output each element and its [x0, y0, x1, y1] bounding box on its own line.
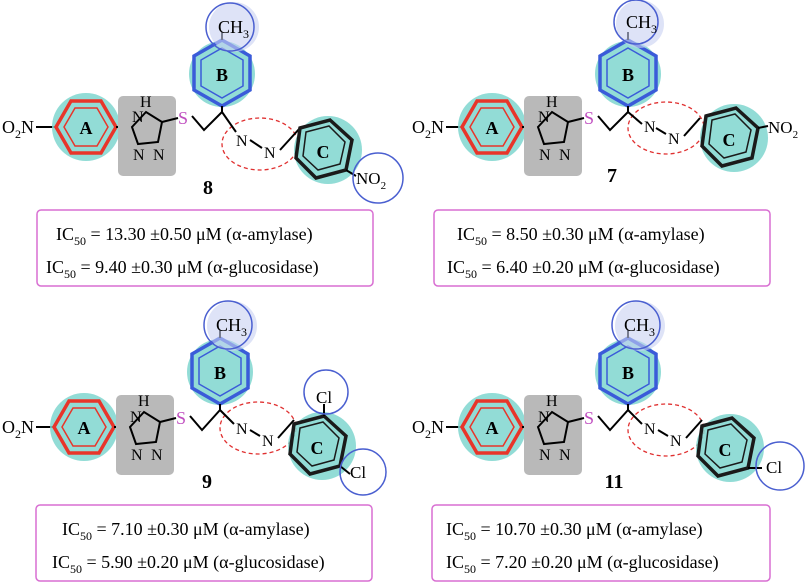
substituent-circle-icon	[339, 448, 387, 496]
imine-n1-label: N	[236, 421, 248, 438]
ring-c-label: C	[317, 142, 330, 162]
compound-7-panel: O2N A H N N N S B CH3 N N C NO2	[412, 0, 798, 287]
chloro-ortho-label: Cl	[316, 388, 332, 407]
triazole-n3-label: N	[151, 447, 163, 464]
hydrazone-ellipse	[627, 101, 705, 155]
ring-c-label: C	[719, 440, 732, 460]
triazole-icon	[536, 110, 570, 146]
substituent-circle-icon	[303, 369, 349, 415]
nh-label: H	[546, 94, 558, 111]
methyl-label: CH3	[216, 315, 247, 339]
ring-a-highlight	[50, 393, 118, 461]
compound-number: 9	[202, 471, 212, 493]
imine-n2-label: N	[262, 433, 274, 450]
hydrazone-ellipse	[219, 401, 297, 455]
imine-n1-label: N	[644, 119, 656, 136]
ic50-amylase: IC50 = 10.70 ±0.30 μM (α-amylase)	[446, 519, 703, 543]
ring-a-highlight	[458, 93, 526, 161]
imine-n2-label: N	[668, 131, 680, 148]
ring-a-label: A	[80, 118, 93, 138]
imine-n2-label: N	[264, 145, 276, 162]
triazole-n1-label: N	[538, 109, 550, 126]
methyl-circle-icon	[203, 300, 253, 350]
compound-9-panel: O2N A H N N N S B CH3 N N C	[2, 300, 387, 582]
methyl-circle-icon	[205, 2, 255, 52]
compound-number: 11	[605, 471, 624, 493]
ring-a-label: A	[486, 418, 499, 438]
ring-c-label: C	[723, 130, 736, 150]
ic50-box	[36, 209, 374, 287]
ring-a-label: A	[486, 118, 499, 138]
compound-11-panel: O2N A H N N N S B CH3 N N C	[412, 300, 805, 582]
ic50-amylase: IC50 = 13.30 ±0.50 μM (α-amylase)	[56, 224, 313, 248]
ring-b-label: B	[214, 363, 226, 383]
ic50-glucosidase: IC50 = 6.40 ±0.20 μM (α-glucosidase)	[447, 257, 720, 281]
compound-8-panel: O2N A H N N N S B CH3 N N	[2, 2, 404, 287]
nitro-group-label: O2N	[2, 417, 34, 441]
chloro-para-label: Cl	[766, 458, 782, 477]
ic50-amylase: IC50 = 7.10 ±0.30 μM (α-amylase)	[62, 519, 310, 543]
sulfur-label: S	[176, 408, 186, 428]
ring-c-label: C	[311, 438, 324, 458]
nitro-para-label: NO2	[356, 169, 386, 192]
triazole-n2-label: N	[131, 447, 143, 464]
ring-b-label: B	[216, 65, 228, 85]
triazole-n2-label: N	[539, 147, 551, 164]
triazole-n3-label: N	[559, 447, 571, 464]
nitro-meta-label: NO2	[768, 118, 798, 141]
ring-a-highlight	[458, 393, 526, 461]
imine-n1-label: N	[644, 421, 656, 438]
ic50-amylase: IC50 = 8.50 ±0.30 μM (α-amylase)	[457, 224, 705, 248]
chloro-para-label: Cl	[350, 463, 366, 482]
ic50-box	[431, 504, 771, 582]
imine-n2-label: N	[670, 433, 682, 450]
methyl-circle-icon	[613, 0, 659, 45]
ic50-box	[433, 209, 771, 287]
triazole-icon	[536, 410, 570, 446]
imine-n1-label: N	[236, 133, 248, 150]
triazole-n1-label: N	[132, 109, 144, 126]
sulfur-label: S	[178, 108, 188, 128]
nitro-group-label: O2N	[2, 117, 34, 141]
ring-a-label: A	[78, 418, 91, 438]
triazole-box	[116, 395, 174, 475]
ic50-box	[35, 504, 373, 582]
triazole-n1-label: N	[130, 409, 142, 426]
ring-b-label: B	[622, 65, 634, 85]
triazole-box	[524, 96, 582, 176]
nitro-group-label: O2N	[412, 417, 444, 441]
ic50-glucosidase: IC50 = 9.40 ±0.30 μM (α-glucosidase)	[46, 257, 319, 281]
substituent-circle-icon	[352, 152, 404, 204]
methyl-label: CH3	[218, 17, 249, 41]
triazole-box	[524, 395, 582, 475]
compound-number: 7	[607, 165, 617, 187]
ic50-glucosidase: IC50 = 5.90 ±0.20 μM (α-glucosidase)	[52, 552, 325, 576]
sulfur-label: S	[584, 408, 594, 428]
triazole-n3-label: N	[559, 147, 571, 164]
ic50-glucosidase: IC50 = 7.20 ±0.20 μM (α-glucosidase)	[446, 552, 719, 576]
substituent-circle-icon	[755, 441, 805, 491]
methyl-label: CH3	[624, 315, 655, 339]
methyl-circle-icon	[611, 300, 661, 350]
ring-a-highlight	[52, 93, 120, 161]
triazole-box	[118, 96, 176, 176]
triazole-n2-label: N	[133, 147, 145, 164]
nitro-group-label: O2N	[412, 117, 444, 141]
triazole-icon	[130, 110, 164, 146]
ring-c-icon	[700, 106, 760, 168]
triazole-n1-label: N	[538, 409, 550, 426]
methyl-label: CH3	[626, 12, 657, 36]
triazole-icon	[128, 410, 162, 446]
triazole-n2-label: N	[539, 447, 551, 464]
nh-label: H	[138, 393, 150, 410]
nh-label: H	[140, 94, 152, 111]
nh-label: H	[546, 393, 558, 410]
compound-number: 8	[203, 177, 213, 199]
ring-b-label: B	[622, 363, 634, 383]
triazole-n3-label: N	[153, 147, 165, 164]
sulfur-label: S	[584, 108, 594, 128]
